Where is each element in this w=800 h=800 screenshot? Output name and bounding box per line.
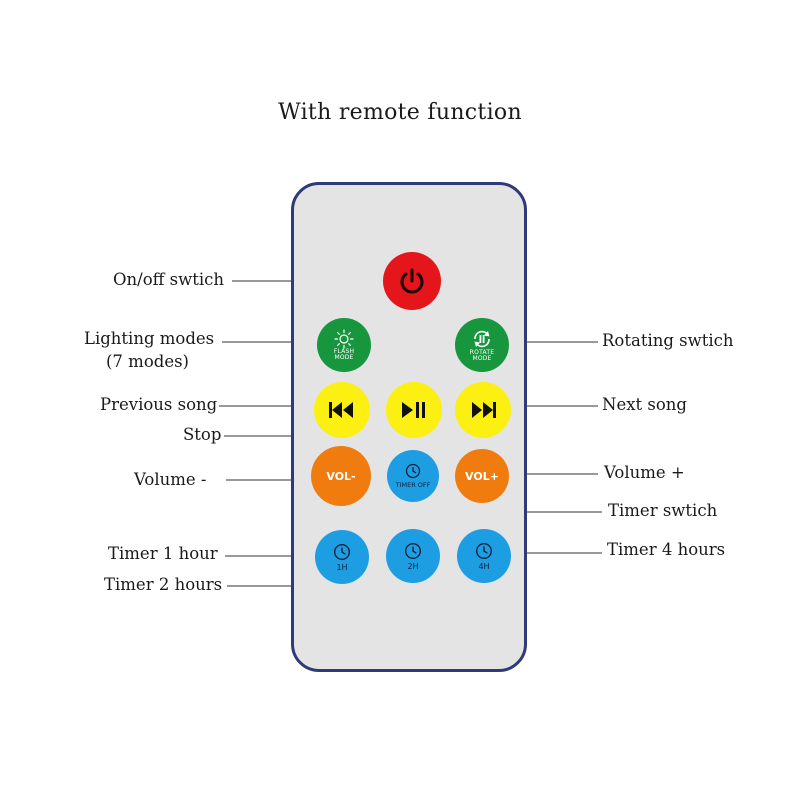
play-pause-icon: [402, 402, 425, 418]
next-song-button[interactable]: [455, 382, 511, 438]
clock-icon: [476, 542, 492, 559]
callout-on-off: On/off swtich: [113, 270, 224, 289]
flash-mode-button[interactable]: FLASH MODE: [317, 318, 371, 372]
callout-stop: Stop: [183, 425, 222, 444]
timer-4h-label: 4H: [478, 561, 490, 571]
callout-lighting-modes-count: (7 modes): [106, 352, 189, 371]
callout-volume-plus: Volume +: [604, 463, 685, 482]
clock-icon: [405, 463, 421, 478]
skip-back-icon: [329, 402, 353, 418]
rotate-icon: [474, 330, 490, 348]
power-icon: [400, 268, 424, 294]
flash-mode-label: FLASH MODE: [333, 348, 355, 361]
volume-up-label: VOL+: [465, 469, 499, 483]
timer-1h-label: 1H: [336, 562, 348, 572]
volume-down-label: VOL-: [326, 469, 356, 483]
timer-2h-button[interactable]: 2H: [386, 529, 440, 583]
timer-off-button[interactable]: TIMER OFF: [387, 450, 439, 502]
clock-icon: [334, 543, 350, 560]
callout-volume-minus: Volume -: [134, 470, 207, 489]
callout-timer-4-hours: Timer 4 hours: [607, 540, 726, 559]
remote-control: FLASH MODE ROTATE MODE: [291, 182, 527, 672]
callout-next-song: Next song: [602, 395, 687, 414]
timer-2h-label: 2H: [407, 561, 419, 571]
volume-down-button[interactable]: VOL-: [311, 446, 371, 506]
timer-off-label: TIMER OFF: [395, 480, 431, 489]
timer-1h-button[interactable]: 1H: [315, 530, 369, 584]
rotate-mode-button[interactable]: ROTATE MODE: [455, 318, 509, 372]
callout-timer-1-hour: Timer 1 hour: [108, 544, 218, 563]
callout-timer-2-hours: Timer 2 hours: [104, 575, 223, 594]
power-button[interactable]: [383, 252, 441, 310]
skip-forward-icon: [472, 402, 496, 418]
clock-icon: [405, 542, 421, 559]
callout-lighting-modes: Lighting modes: [84, 329, 215, 348]
play-pause-button[interactable]: [386, 382, 442, 438]
page-title: With remote function: [278, 100, 522, 125]
callout-rotating: Rotating swtich: [602, 331, 734, 350]
rotate-mode-label: ROTATE MODE: [469, 349, 495, 362]
volume-up-button[interactable]: VOL+: [455, 449, 509, 503]
timer-4h-button[interactable]: 4H: [457, 529, 511, 583]
callout-timer-switch: Timer swtich: [608, 501, 718, 520]
callout-previous-song: Previous song: [100, 395, 218, 414]
sun-icon: [334, 329, 354, 349]
previous-song-button[interactable]: [314, 382, 370, 438]
